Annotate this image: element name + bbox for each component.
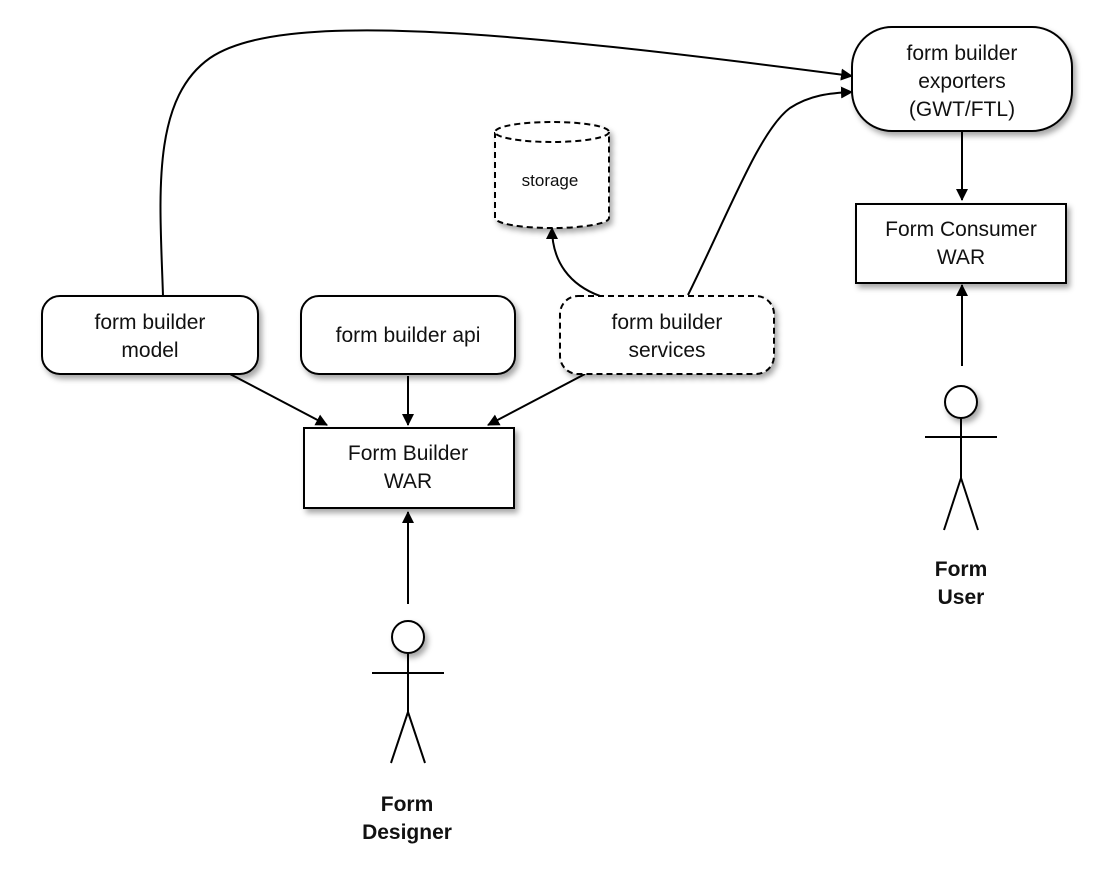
builder-war-label-line-1: Form Builder xyxy=(348,442,468,465)
edge-services-to-storage xyxy=(546,227,601,297)
exporters-label-line-2: exporters xyxy=(918,70,1006,93)
node-services: form builder services xyxy=(559,295,775,375)
actor-user-label-line-1: Form xyxy=(935,558,988,581)
node-api: form builder api xyxy=(300,295,516,375)
builder-war-label-line-2: WAR xyxy=(384,470,432,493)
edge-services-to-exporters xyxy=(687,86,853,296)
storage-label: storage xyxy=(522,171,579,190)
actor-designer xyxy=(372,620,444,764)
model-label-line-1: form builder xyxy=(95,311,206,334)
node-consumer-war: Form Consumer WAR xyxy=(855,203,1067,284)
model-label-line-2: model xyxy=(121,339,178,362)
edge-services-to-builder-war xyxy=(487,373,586,426)
node-builder-war: Form Builder WAR xyxy=(303,427,515,509)
node-exporters: form builder exporters (GWT/FTL) xyxy=(851,26,1073,132)
user-figure-icon xyxy=(925,385,997,531)
actor-designer-label-line-2: Designer xyxy=(362,821,452,844)
exporters-label-line-1: form builder xyxy=(907,42,1018,65)
node-model: form builder model xyxy=(41,295,259,375)
consumer-war-label-line-1: Form Consumer xyxy=(885,218,1037,241)
actor-user-label-line-2: User xyxy=(938,586,985,609)
actor-designer-label-line-1: Form xyxy=(381,793,434,816)
api-label: form builder api xyxy=(336,324,481,347)
edge-model-to-builder-war xyxy=(229,373,328,426)
designer-figure-icon xyxy=(372,620,444,764)
edges xyxy=(159,29,968,604)
actor-user xyxy=(925,385,997,531)
edge-model-to-exporters xyxy=(159,29,853,297)
services-label-line-2: services xyxy=(628,339,705,362)
node-storage: storage xyxy=(494,121,610,229)
exporters-label-line-3: (GWT/FTL) xyxy=(909,98,1015,121)
consumer-war-label-line-2: WAR xyxy=(937,246,985,269)
services-label-line-1: form builder xyxy=(612,311,723,334)
